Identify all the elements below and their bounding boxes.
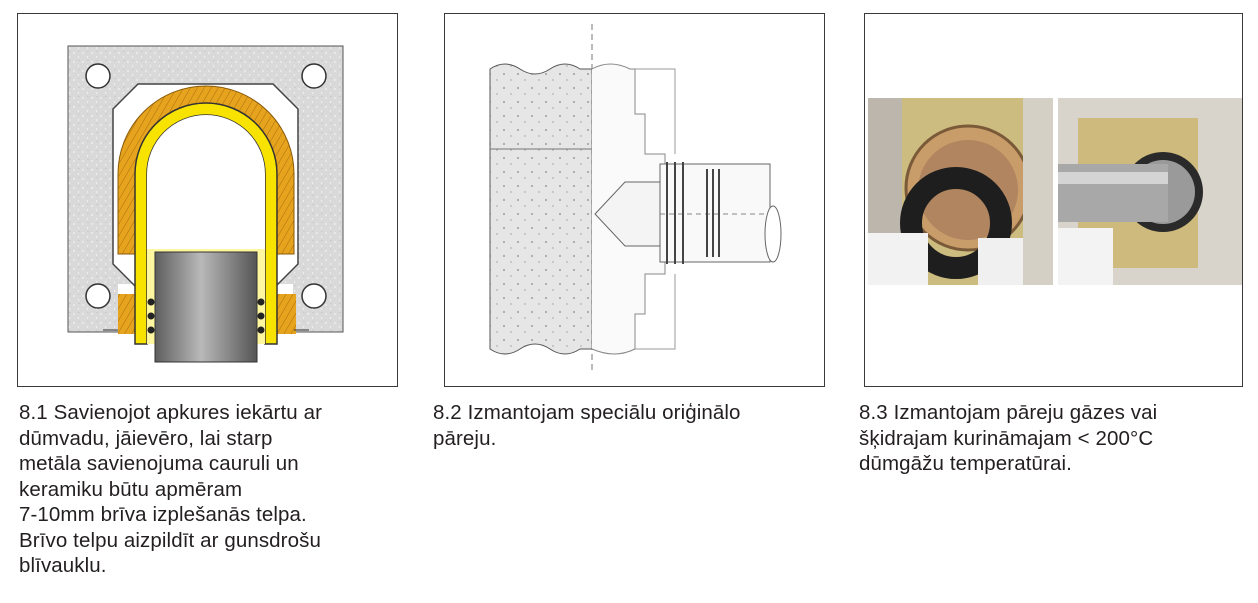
caption-line: keramiku būtu apmēram (19, 477, 243, 501)
corner-hole (301, 63, 327, 89)
corner-hole (85, 63, 111, 89)
adapter-seal-rings (666, 162, 720, 264)
corner-hole (301, 283, 327, 309)
caption-line: Brīvo telpu aizpildīt ar gunsdrošu (19, 528, 321, 552)
figure-8-3-panel (864, 13, 1243, 387)
adapter-section-drawing (489, 24, 782, 374)
caption-line: metāla savienojuma cauruli un (19, 452, 299, 475)
figure-8-2-panel (444, 13, 825, 387)
caption-line: 8.2 Izmantojam speciālu oriģinālo (433, 401, 741, 424)
sealing-cord (147, 298, 265, 334)
figure-8-3-caption: 8.3 Izmantojam pāreju gāzes vai šķidraja… (859, 400, 1157, 477)
caption-line: blīvauklu. (19, 554, 107, 577)
figure-8-1-panel (17, 13, 398, 387)
caption-line: 8.1 Savienojot apkures iekārtu ar (19, 401, 323, 424)
corner-hole (85, 283, 111, 309)
chimney-connection-diagram (67, 45, 344, 363)
caption-line: 8.3 Izmantojam pāreju gāzes vai (859, 401, 1158, 424)
caption-line: šķidrajam kurināmajam < 200°C (859, 426, 1154, 450)
figure-8-2-caption: 8.2 Izmantojam speciālu oriģinālo pāreju… (433, 400, 741, 451)
flue-pipe (659, 163, 771, 263)
chimney-wall-section (489, 63, 593, 355)
photo-installing-seal-ring (868, 98, 1053, 285)
caption-line: pāreju. (433, 426, 497, 450)
figure-8-1-caption: 8.1 Savienojot apkures iekārtu ar dūmvad… (19, 400, 322, 579)
photo-pipe-inserted (1058, 98, 1242, 285)
metal-connection-pipe (154, 251, 258, 363)
caption-line: dūmvadu, jāievēro, lai starp (19, 426, 273, 450)
caption-line: 7-10mm brīva izplešanās telpa. (19, 503, 307, 526)
black-seal-ring (900, 167, 1012, 279)
caption-line: dūmgāžu temperatūrai. (859, 452, 1072, 475)
